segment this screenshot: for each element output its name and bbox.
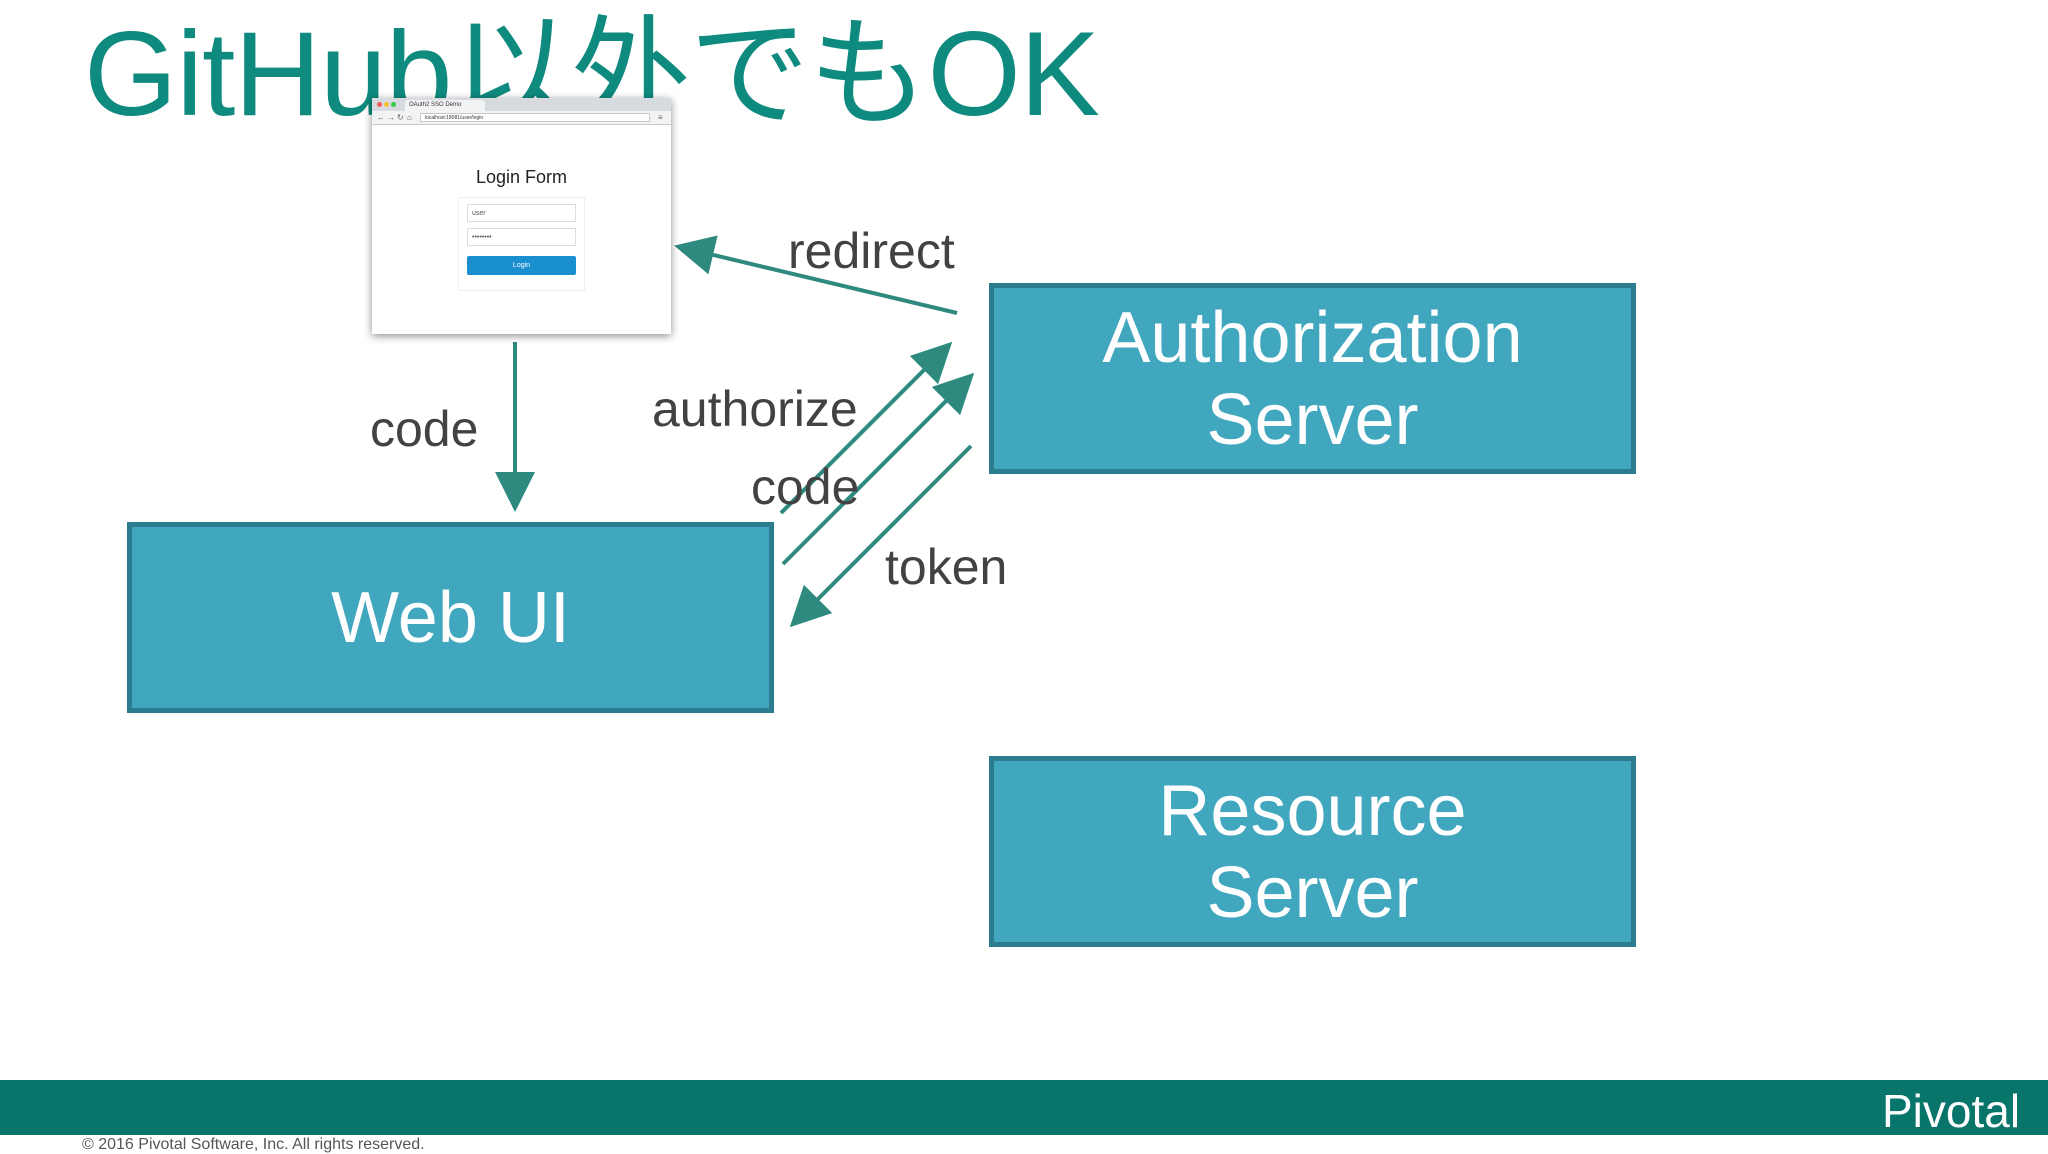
- code-up-arrow: [781, 372, 975, 566]
- footer-bar: [0, 1080, 2048, 1135]
- maximize-window-icon[interactable]: [391, 102, 396, 107]
- reload-icon[interactable]: ↻: [397, 113, 404, 122]
- menu-icon[interactable]: ≡: [658, 113, 663, 122]
- home-icon[interactable]: ⌂: [407, 113, 412, 122]
- redirect-arrow: [674, 235, 958, 315]
- code-up-label: code: [751, 459, 860, 515]
- authorize-arrow: [779, 341, 953, 515]
- browser-toolbar: ← → ↻ ⌂ localhost:18081/user/login ≡: [372, 111, 671, 125]
- forward-arrow-icon[interactable]: →: [387, 113, 395, 122]
- browser-tab-bar: OAuth2 SSO Demo: [372, 98, 671, 111]
- username-field[interactable]: user: [467, 204, 576, 222]
- back-arrow-icon[interactable]: ←: [377, 113, 385, 122]
- token-arrow: [789, 444, 973, 628]
- pivotal-logo: Pivotal: [1882, 1085, 2021, 1137]
- login-button[interactable]: Login: [467, 256, 576, 275]
- password-field[interactable]: ••••••••: [467, 228, 576, 246]
- address-bar[interactable]: localhost:18081/user/login: [420, 113, 650, 122]
- code-down-label: code: [370, 401, 479, 457]
- token-label: token: [885, 539, 1008, 595]
- browser-content: Login Form user •••••••• Login: [372, 125, 671, 334]
- close-window-icon[interactable]: [377, 102, 382, 107]
- browser-screenshot: OAuth2 SSO Demo ← → ↻ ⌂ localhost:18081/…: [372, 98, 671, 334]
- authorization-server-box: Authorization Server: [989, 283, 1636, 474]
- web-ui-box: Web UI: [127, 522, 774, 713]
- login-form: user •••••••• Login: [458, 197, 585, 291]
- authorize-label: authorize: [652, 381, 858, 437]
- login-form-title: Login Form: [475, 167, 568, 187]
- resource-server-box: Resource Server: [989, 756, 1636, 947]
- minimize-window-icon[interactable]: [384, 102, 389, 107]
- redirect-label: redirect: [788, 223, 955, 279]
- browser-tab[interactable]: OAuth2 SSO Demo: [405, 100, 485, 111]
- copyright-notice: © 2016 Pivotal Software, Inc. All rights…: [82, 1136, 425, 1153]
